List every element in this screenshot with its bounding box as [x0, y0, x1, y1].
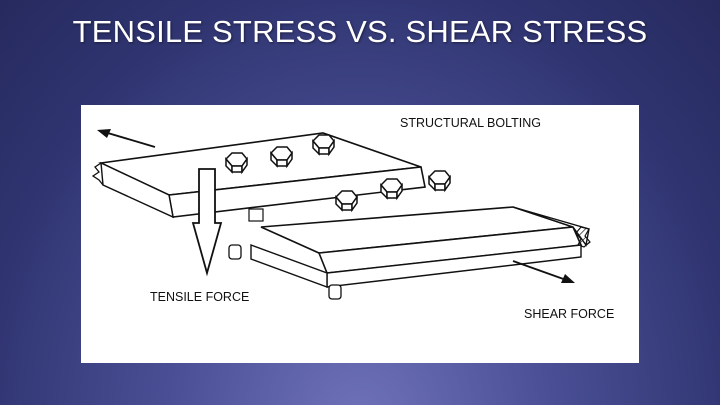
bolt-tip	[228, 244, 242, 260]
bolt-head	[311, 134, 335, 157]
bolting-illustration	[91, 129, 591, 300]
lower-plate	[250, 206, 591, 289]
upper-plate	[91, 132, 426, 222]
bolt-tip	[328, 284, 342, 300]
slide-title: TENSILE STRESS VS. SHEAR STRESS	[72, 14, 648, 49]
bolt-head	[269, 146, 293, 169]
bolt-head	[379, 178, 403, 201]
shear-arrow-left	[97, 129, 156, 148]
tensile-force-label: TENSILE FORCE	[150, 290, 250, 304]
bolt-head	[224, 152, 248, 175]
bolt-head	[334, 190, 358, 213]
upper-plate-torn-end	[91, 162, 104, 186]
shear-force-label: SHEAR FORCE	[524, 307, 615, 321]
shear-arrow-right	[512, 260, 575, 283]
bolting-diagram: STRUCTURAL BOLTING TENSILE FORCE SHEAR F…	[81, 105, 639, 363]
plate-slot	[248, 208, 264, 222]
structural-bolting-label: STRUCTURAL BOLTING	[400, 116, 541, 130]
bolt-heads	[224, 134, 451, 213]
bolt-tips	[228, 244, 342, 300]
bolt-head	[427, 170, 451, 193]
tensile-force-arrow	[191, 168, 223, 277]
